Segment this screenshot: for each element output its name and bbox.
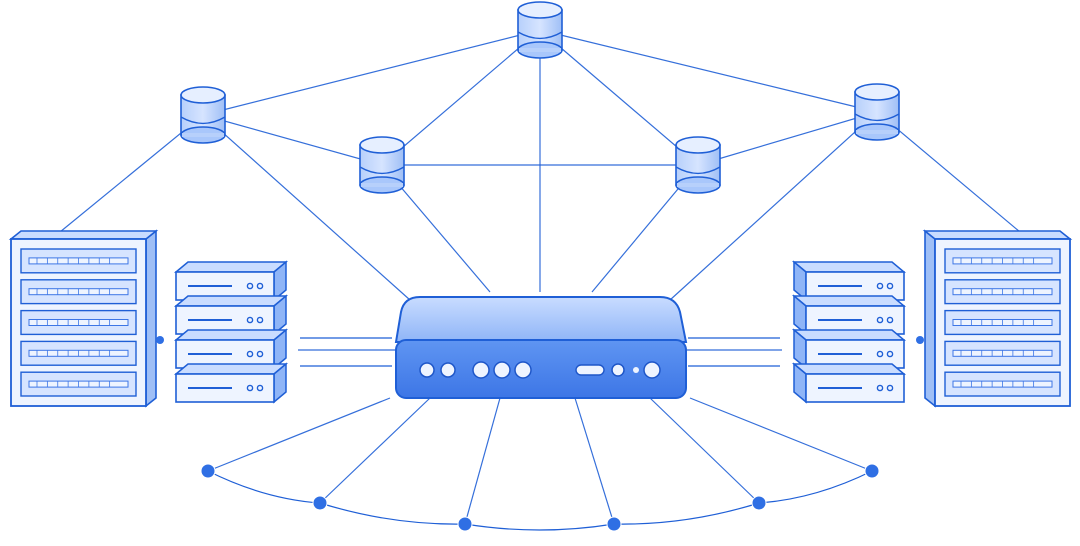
edge-endpoint-5-endpoint-6 <box>758 470 873 504</box>
nodes-layer <box>8 1 1073 532</box>
edge-router-center-endpoint-4 <box>574 397 615 525</box>
edge-db-upper-left-router-center <box>202 114 411 301</box>
endpoint-dot-icon <box>200 463 216 479</box>
router-port-icon <box>514 361 532 379</box>
edge-db-upper-left-db-inner-left <box>202 114 383 166</box>
server-unit-icon <box>173 362 289 404</box>
endpoint-dot-icon <box>864 463 880 479</box>
server-unit-icon <box>791 328 907 370</box>
edge-endpoint-3-endpoint-4 <box>464 523 615 531</box>
edge-db-upper-right-router-center <box>669 111 878 301</box>
database-icon <box>359 136 405 194</box>
edge-endpoint-4-endpoint-5 <box>613 502 760 525</box>
edge-router-center-endpoint-1 <box>207 397 391 472</box>
endpoint-dot-icon <box>606 516 622 532</box>
server-stack-icon <box>791 260 907 404</box>
edge-router-center-endpoint-3 <box>464 397 501 525</box>
server-unit-icon <box>791 260 907 302</box>
connector-dot-icon <box>916 336 924 344</box>
server-unit-icon <box>173 260 289 302</box>
database-icon <box>854 83 900 141</box>
router-port-icon <box>419 362 435 378</box>
database-icon <box>517 1 563 59</box>
connector-dot-icon <box>156 336 164 344</box>
server-stack-icon <box>173 260 289 404</box>
router-led-icon <box>633 367 639 373</box>
router-port-icon <box>493 361 511 379</box>
edge-db-upper-right-db-inner-right <box>697 111 878 166</box>
edge-db-top-db-inner-left <box>381 29 541 166</box>
edge-router-center-endpoint-2 <box>319 397 431 504</box>
edge-router-center-endpoint-5 <box>649 397 760 504</box>
server-unit-icon <box>173 294 289 336</box>
edge-endpoint-2-endpoint-3 <box>319 502 466 525</box>
database-icon <box>675 136 721 194</box>
server-rack-icon <box>922 229 1073 408</box>
server-unit-icon <box>791 362 907 404</box>
server-unit-icon <box>173 328 289 370</box>
edge-db-top-db-inner-right <box>539 29 699 166</box>
endpoint-dot-icon <box>751 495 767 511</box>
endpoint-dot-icon <box>312 495 328 511</box>
edge-db-upper-left-rack-left <box>59 114 204 233</box>
server-unit-icon <box>791 294 907 336</box>
edge-db-top-db-upper-left <box>202 29 541 116</box>
connections-layer <box>59 29 1021 531</box>
router-port-icon <box>472 361 490 379</box>
database-icon <box>180 86 226 144</box>
router-port-icon <box>440 362 456 378</box>
router-icon <box>394 296 688 399</box>
server-rack-icon <box>8 229 159 408</box>
edge-endpoint-1-endpoint-2 <box>207 470 321 504</box>
edge-db-top-db-upper-right <box>539 29 878 113</box>
router-port-icon <box>643 361 661 379</box>
router-port-icon <box>611 363 625 377</box>
edge-db-upper-right-rack-right <box>876 111 1021 233</box>
edge-router-center-endpoint-6 <box>689 397 873 472</box>
endpoint-dot-icon <box>457 516 473 532</box>
router-slot-icon <box>575 364 605 376</box>
